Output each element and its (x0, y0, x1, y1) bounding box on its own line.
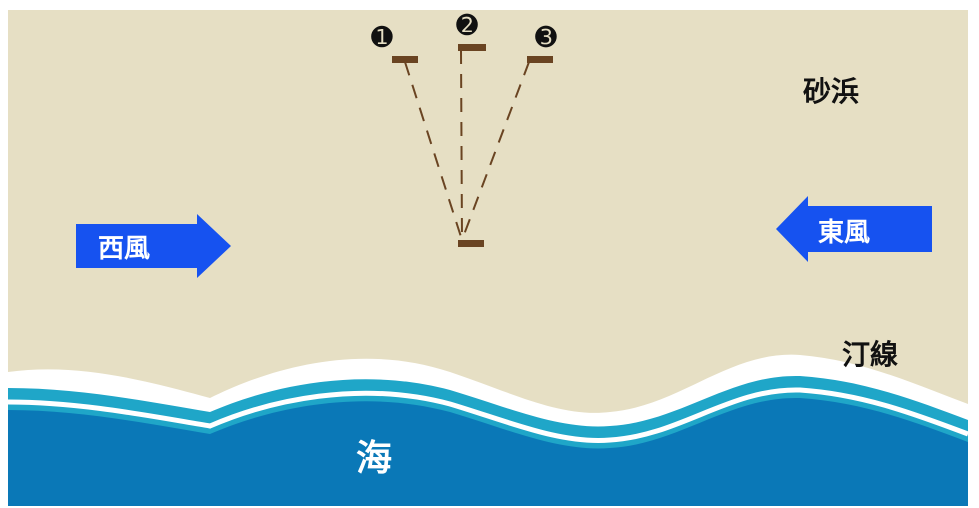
stake-1 (392, 56, 418, 63)
shoreline-label: 汀線 (842, 338, 898, 371)
stake-base (458, 240, 484, 247)
sea-label: 海 (356, 438, 392, 479)
marker-2: ➋ (456, 11, 478, 41)
marker-1: ➊ (371, 23, 393, 53)
beach-label: 砂浜 (803, 75, 859, 108)
stake-3 (527, 56, 553, 63)
marker-3: ➌ (535, 23, 557, 53)
stake-2 (458, 44, 486, 51)
east-wind-label: 東風 (818, 218, 870, 248)
west-wind-label: 西風 (98, 234, 150, 264)
